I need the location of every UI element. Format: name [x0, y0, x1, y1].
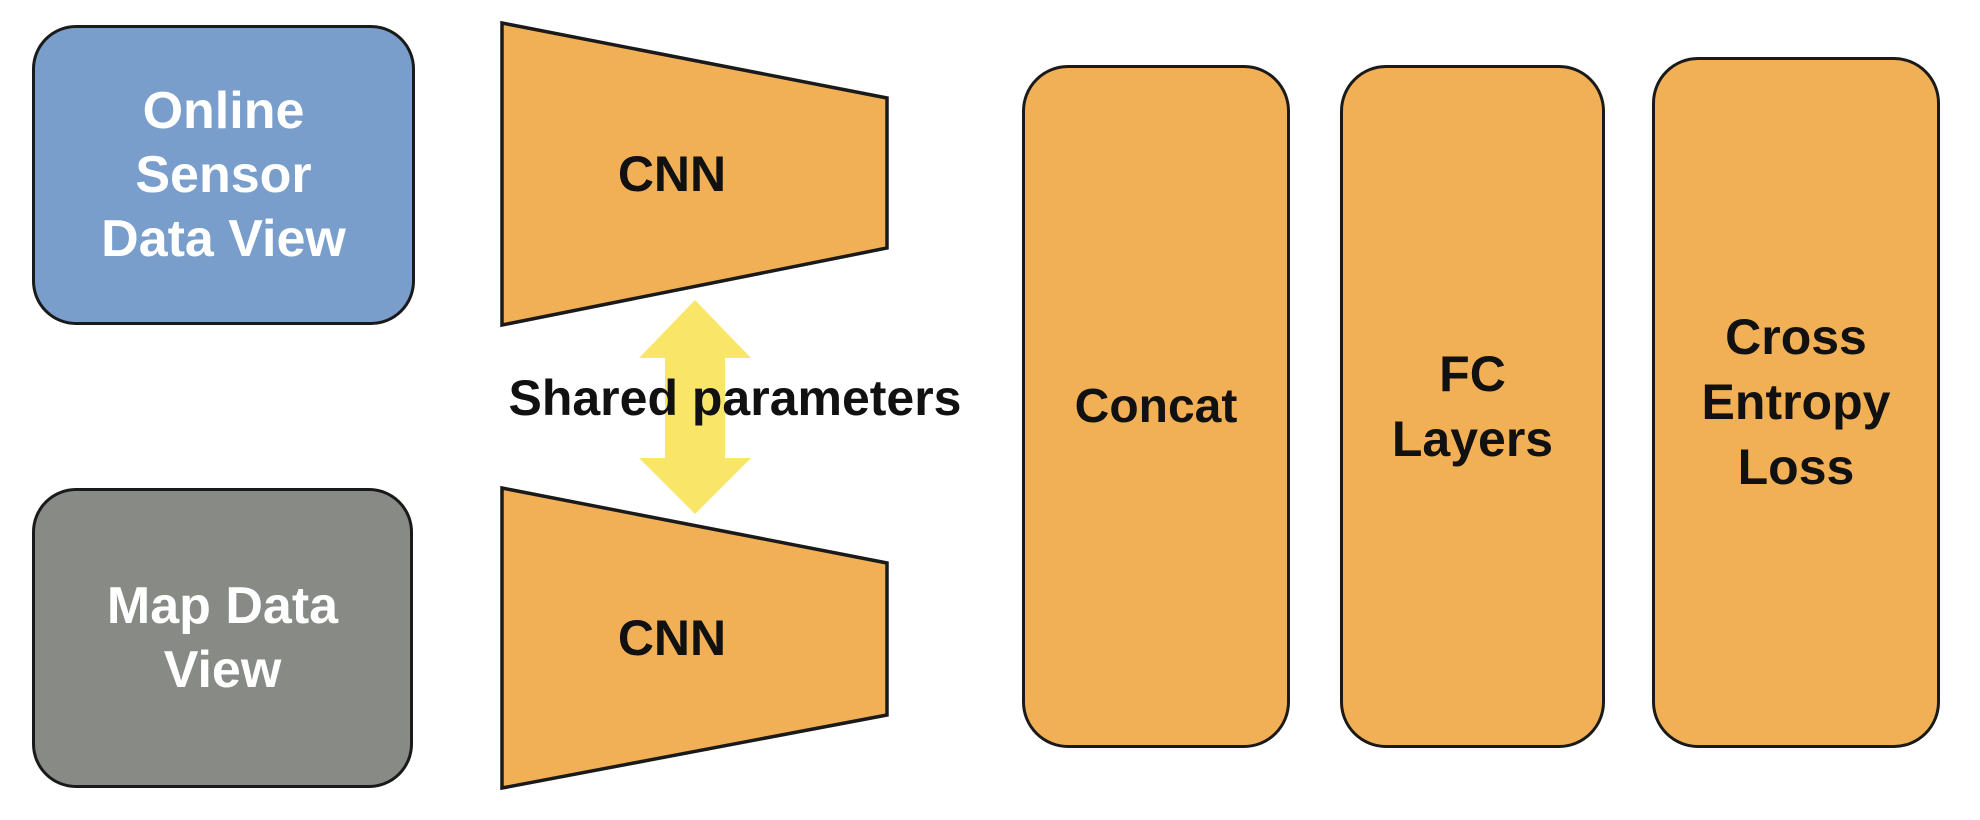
- concat-label: Concat: [1074, 379, 1238, 433]
- double-arrow-icon: [639, 300, 751, 514]
- cross-entropy-loss-box: Cross Entropy Loss: [1652, 57, 1940, 748]
- fc-layers-label: FC Layers: [1391, 345, 1554, 467]
- map-data-view-label: Map Data View: [106, 577, 339, 699]
- fc-layers-box: FC Layers: [1340, 65, 1605, 748]
- shared-parameters-label: Shared parameters: [508, 370, 962, 426]
- cnn-trapezoid-bottom: [500, 485, 889, 791]
- cnn-bottom-label-container: CNN: [502, 488, 842, 788]
- cnn-trapezoid-top: [500, 20, 889, 328]
- online-sensor-data-view-box: Online Sensor Data View: [32, 25, 415, 325]
- online-sensor-data-view-label: Online Sensor Data View: [101, 82, 346, 268]
- concat-box: Concat: [1022, 65, 1290, 748]
- cnn-top-label-container: CNN: [502, 23, 842, 325]
- map-data-view-box: Map Data View: [32, 488, 413, 788]
- cnn-bottom-label: CNN: [617, 610, 727, 666]
- cross-entropy-loss-label: Cross Entropy Loss: [1701, 309, 1891, 495]
- cnn-top-label: CNN: [617, 146, 727, 202]
